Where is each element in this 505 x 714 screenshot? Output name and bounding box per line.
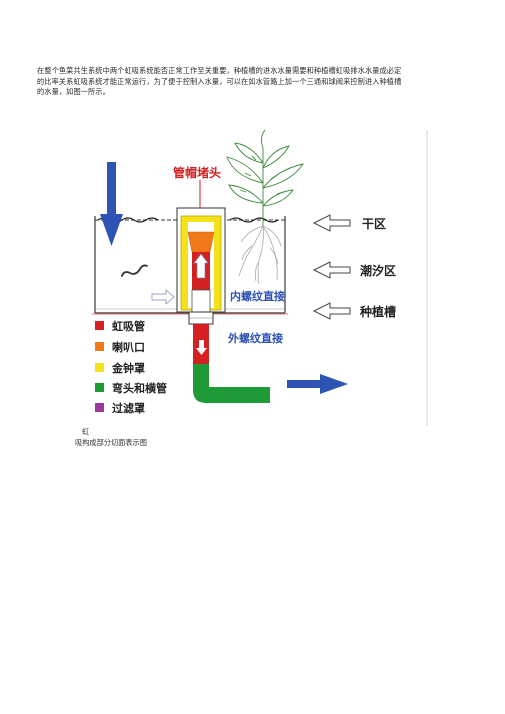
- legend: 虹吸管 喇叭口 金钟罩 弯头和横管 过滤罩: [95, 319, 167, 415]
- intro-paragraph: 在整个鱼菜共生系统中两个虹吸系统能否正常工作至关重要，种植槽的进水水量需要和种植…: [37, 66, 467, 98]
- legend-swatch-elbow: [95, 383, 104, 392]
- outer-thread-label: 外螺纹直接: [227, 331, 283, 345]
- legend-swatch-bell: [95, 363, 104, 372]
- caption-line-1: 虹: [82, 427, 90, 436]
- paragraph-line-1: 在整个鱼菜共生系统中两个虹吸系统能否正常工作至关重要，种植槽的进水水量需要和种植…: [37, 66, 402, 75]
- figure-caption: 虹 吸构成部分切面表示图: [75, 427, 147, 448]
- legend-label-funnel: 喇叭口: [112, 340, 145, 354]
- plant-icon: [226, 129, 305, 226]
- paragraph-line-2: 的比率关系虹吸系统才能正常运行，为了便于控制入水量，可以在如水管路上加一个三通和…: [37, 76, 402, 86]
- legend-swatch-filter: [95, 403, 104, 412]
- legend-label-elbow: 弯头和横管: [112, 381, 167, 395]
- grow-bed-arrow: [312, 302, 351, 320]
- outflow-arrow: [287, 374, 348, 394]
- plant-roots: [238, 225, 282, 285]
- tidal-zone-label: 潮汐区: [360, 263, 396, 278]
- dry-zone-label: 干区: [362, 217, 386, 231]
- legend-swatch-siphon: [95, 321, 104, 330]
- bell-siphon: [151, 207, 226, 325]
- legend-label-filter: 过滤罩: [112, 401, 145, 415]
- grow-bed-label: 种植槽: [359, 304, 396, 319]
- legend-label-bell: 金钟罩: [111, 361, 145, 375]
- tidal-zone-arrow: [312, 261, 351, 279]
- worm-icon: [121, 264, 148, 277]
- legend-swatch-funnel: [95, 342, 104, 351]
- caption-line-2: 吸构成部分切面表示图: [75, 437, 147, 447]
- inner-thread-label: 内螺纹直接: [230, 289, 285, 303]
- paragraph-line-3: 的水量，如图一所示。: [37, 87, 110, 96]
- cap-label: 管帽堵头: [173, 165, 221, 180]
- inflow-arrow: [100, 162, 123, 246]
- outflow-pipe: [193, 324, 270, 403]
- legend-label-siphon: 虹吸管: [112, 319, 145, 333]
- siphon-diagram: 管帽堵头 干区 潮汐区 种植槽 内螺纹直接 外螺纹直接 虹吸管 喇叭口 金钟罩 …: [80, 128, 430, 428]
- dry-zone-arrow: [312, 214, 351, 232]
